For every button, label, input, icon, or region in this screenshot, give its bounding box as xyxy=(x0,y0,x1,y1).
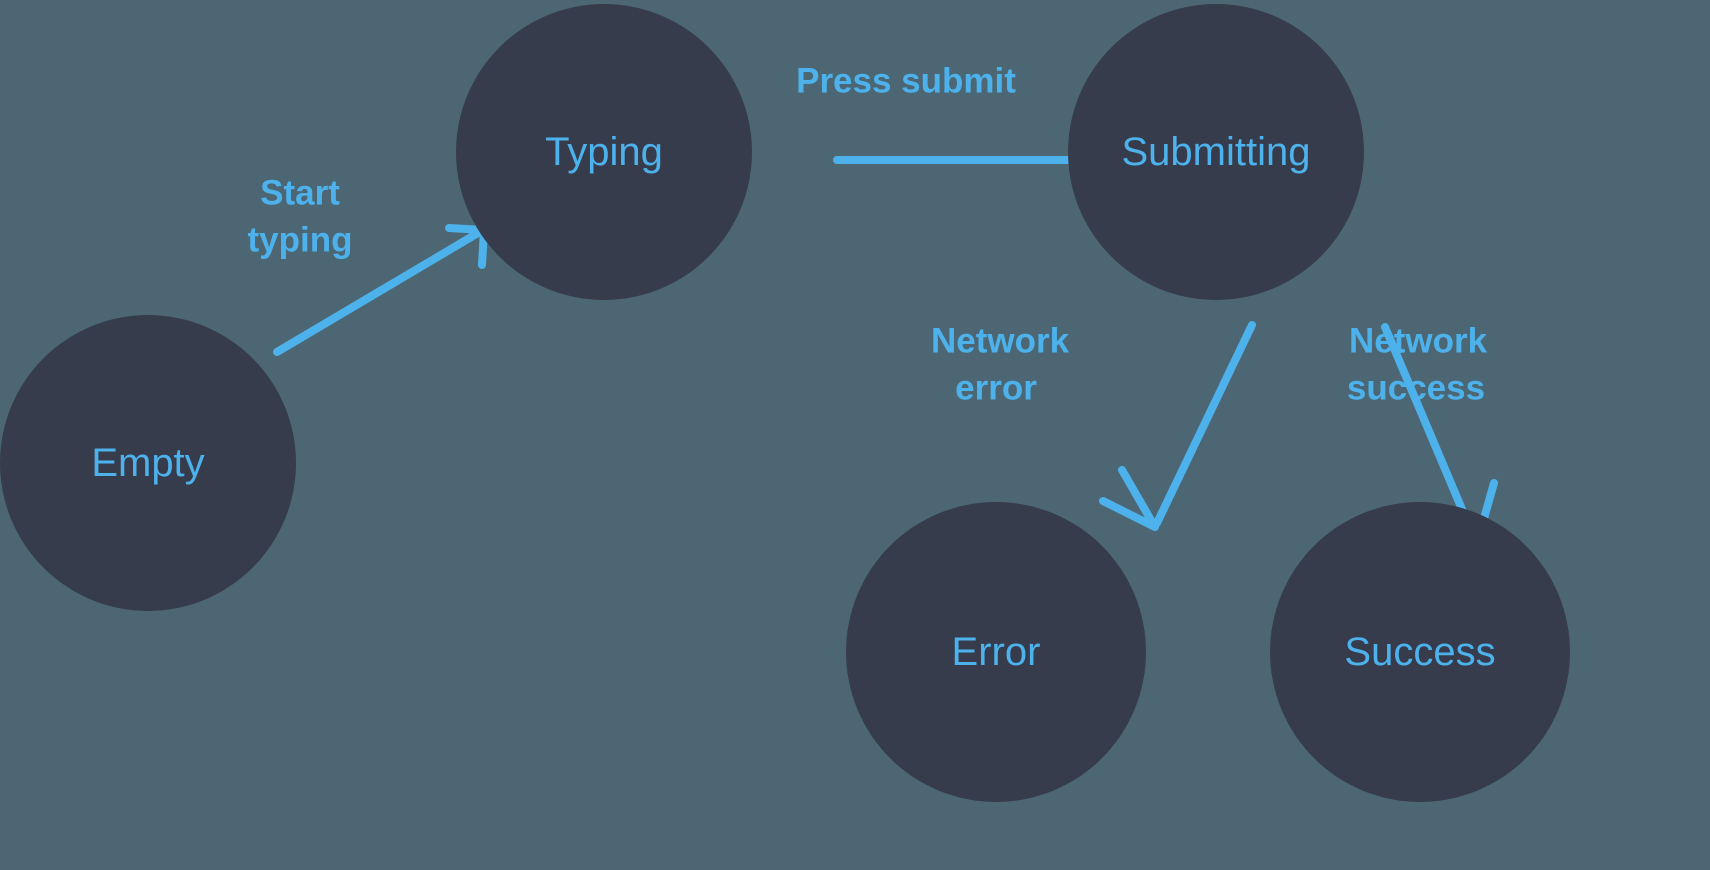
state-node-empty[interactable]: Empty xyxy=(0,315,296,611)
transition-label-network-success-line-1: Network xyxy=(1349,322,1488,361)
transition-label-network-error: Network error xyxy=(931,322,1070,408)
transition-label-press-submit-line-1: Press submit xyxy=(796,62,1016,101)
state-circle-typing xyxy=(456,4,752,300)
state-node-error[interactable]: Error xyxy=(846,502,1146,802)
state-label-typing: Typing xyxy=(545,130,663,174)
state-circle-submitting xyxy=(1068,4,1364,300)
transition-label-network-error-line-1: Network xyxy=(931,322,1070,361)
state-node-success[interactable]: Success xyxy=(1270,502,1570,802)
arrowhead-network-error xyxy=(1099,466,1159,531)
state-label-submitting: Submitting xyxy=(1122,130,1311,174)
transition-line-network-success xyxy=(1381,323,1479,544)
state-label-error: Error xyxy=(952,630,1041,674)
transition-label-network-success-line-2: success xyxy=(1347,369,1485,408)
state-circle-empty xyxy=(0,315,296,611)
state-circle-error xyxy=(846,502,1146,802)
state-node-typing[interactable]: Typing xyxy=(456,4,752,300)
transition-line-start-typing xyxy=(273,229,482,356)
transition-label-network-error-line-2: error xyxy=(955,369,1037,408)
transition-label-press-submit: Press submit xyxy=(796,62,1016,101)
transition-arrow-network-error[interactable] xyxy=(1099,321,1256,531)
transition-label-network-success: Network success xyxy=(1347,322,1488,408)
transition-label-start-typing-line-2: typing xyxy=(248,221,353,260)
state-node-submitting[interactable]: Submitting xyxy=(1068,4,1364,300)
state-circle-success xyxy=(1270,502,1570,802)
state-label-empty: Empty xyxy=(91,441,204,485)
state-label-success: Success xyxy=(1344,630,1495,674)
transition-label-start-typing-line-1: Start xyxy=(260,174,340,213)
transition-label-start-typing: Start typing xyxy=(248,174,353,260)
transition-line-network-error xyxy=(1153,321,1256,527)
